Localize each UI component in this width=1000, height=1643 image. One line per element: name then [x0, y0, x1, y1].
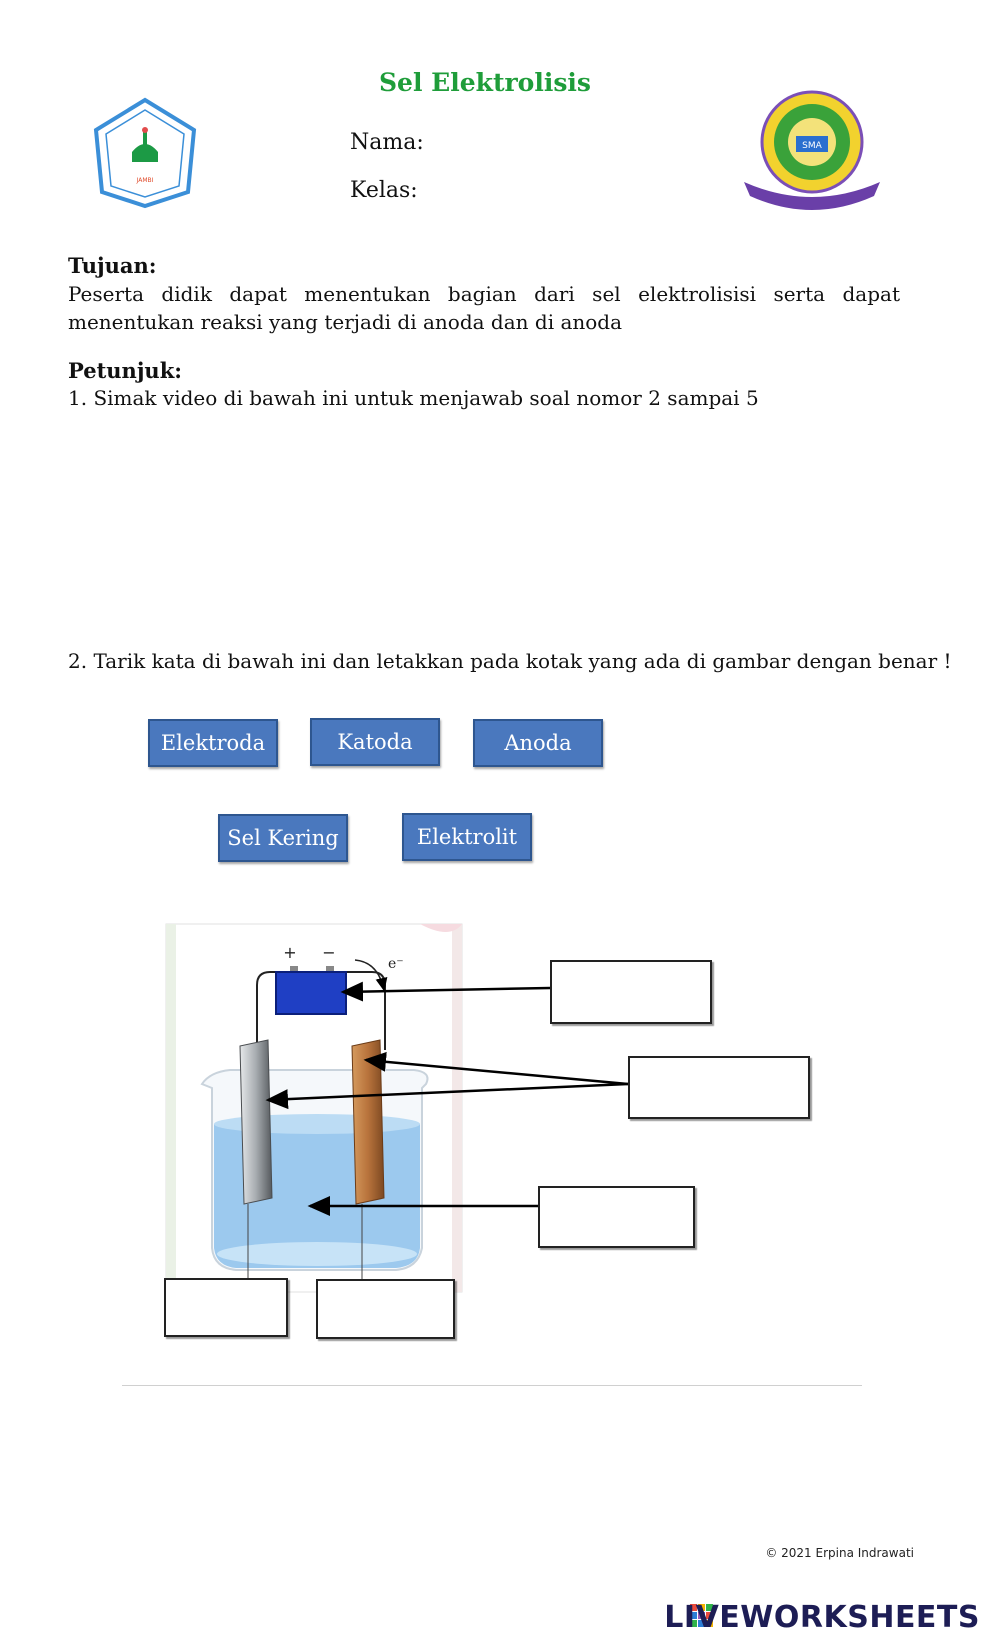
kelas-label: Kelas: — [350, 178, 418, 203]
petunjuk-item-1: 1. Simak video di bawah ini untuk menjaw… — [68, 386, 759, 410]
yayasan-tawakal-logo: JAMBI — [93, 97, 197, 209]
drop-box-sel-kering-target[interactable] — [550, 960, 712, 1024]
nama-label: Nama: — [350, 130, 424, 155]
svg-text:SMA: SMA — [802, 141, 822, 151]
tujuan-text: Peserta didik dapat menentukan bagian da… — [68, 282, 900, 334]
question-2-text: 2. Tarik kata di bawah ini dan letakkan … — [68, 649, 952, 673]
drag-option-elektroda[interactable]: Elektroda — [148, 719, 278, 767]
copyright-text: © 2021 Erpina Indrawati — [765, 1546, 914, 1560]
liveworksheets-logo-icon — [690, 1604, 713, 1627]
electron-label: e⁻ — [388, 956, 404, 972]
divider-line — [122, 1385, 862, 1386]
petunjuk-heading: Petunjuk: — [68, 358, 182, 383]
drag-option-elektrolit[interactable]: Elektrolit — [402, 813, 532, 861]
drag-option-anoda[interactable]: Anoda — [473, 719, 603, 767]
battery-minus-sign: − — [322, 943, 335, 962]
drop-box-elektroda-target[interactable] — [628, 1056, 810, 1119]
tujuan-heading: Tujuan: — [68, 253, 157, 278]
drop-box-elektrolit-target[interactable] — [538, 1186, 695, 1248]
drop-box-right-electrode-target[interactable] — [316, 1279, 455, 1339]
page-title: Sel Elektrolisis — [379, 68, 591, 97]
battery-plus-sign: + — [283, 943, 296, 962]
school-logo: SMA — [744, 90, 880, 210]
drag-option-katoda[interactable]: Katoda — [310, 718, 440, 766]
liveworksheets-brand[interactable]: LIVEWORKSHEETS — [664, 1600, 980, 1635]
drop-box-left-electrode-target[interactable] — [164, 1278, 288, 1337]
svg-text:JAMBI: JAMBI — [136, 177, 154, 184]
drag-option-sel-kering[interactable]: Sel Kering — [218, 814, 348, 862]
